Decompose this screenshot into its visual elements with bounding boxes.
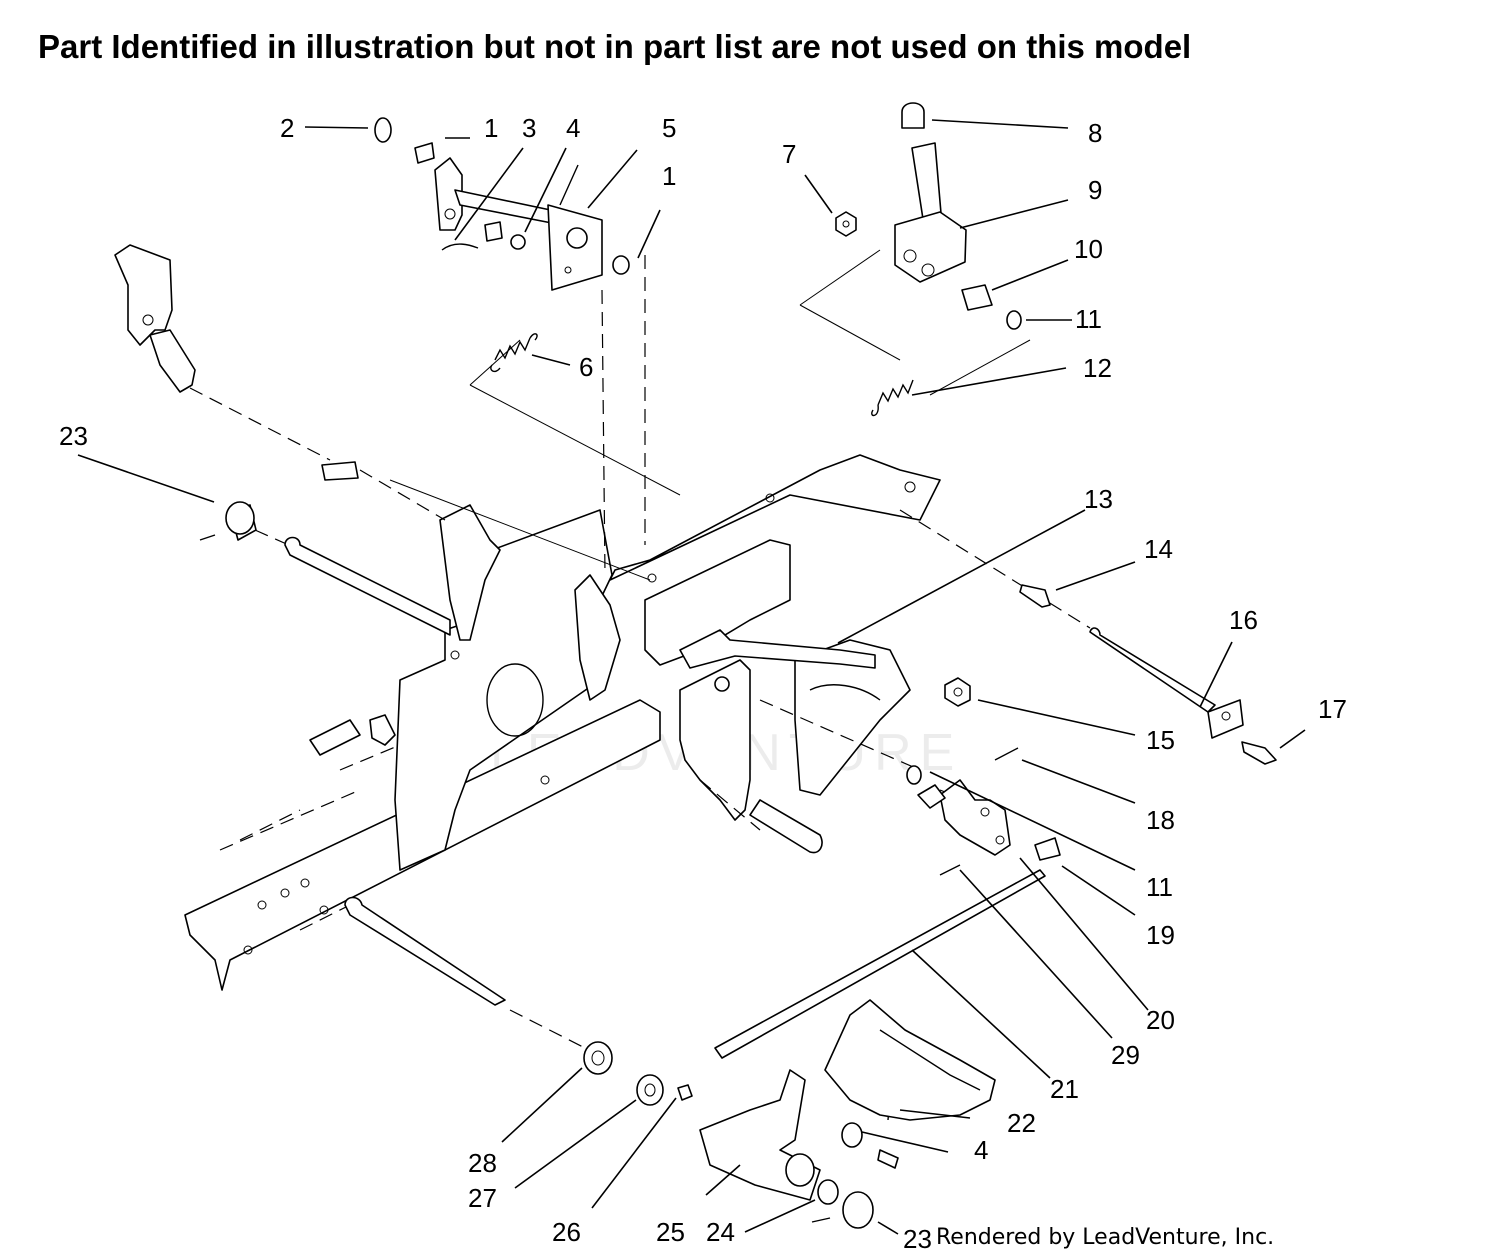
callout-23: 23: [59, 421, 88, 451]
callout-1: 1: [484, 113, 498, 143]
callout-24: 24: [706, 1217, 735, 1247]
callout-9: 9: [1088, 175, 1102, 205]
callout-labels: 2 1 3 4 5 1 7 8 9 10 11 12 6 23 13 14 16…: [59, 113, 1347, 1254]
shafts: [284, 461, 1216, 1059]
callout-11: 11: [1146, 872, 1173, 902]
callout-27: 27: [468, 1183, 497, 1213]
render-credit: Rendered by LeadVenture, Inc.: [936, 1225, 1274, 1250]
callout-14: 14: [1144, 534, 1173, 564]
callout-13: 13: [1084, 484, 1113, 514]
callout-18: 18: [1146, 805, 1175, 835]
callout-3: 3: [522, 113, 536, 143]
callout-23: 23: [903, 1224, 932, 1254]
assembly-lines: [189, 249, 1091, 1049]
callout-12: 12: [1083, 353, 1112, 383]
callout-19: 19: [1146, 920, 1175, 950]
callout-11: 11: [1075, 304, 1102, 334]
callout-21: 21: [1050, 1074, 1079, 1104]
callout-16: 16: [1229, 605, 1258, 635]
callout-10: 10: [1074, 234, 1103, 264]
leader-lines: [77, 119, 1306, 1235]
callout-2: 2: [280, 113, 294, 143]
callout-6: 6: [579, 352, 593, 382]
callout-4: 4: [974, 1135, 988, 1165]
callout-25: 25: [656, 1217, 685, 1247]
diagram-heading: Part Identified in illustration but not …: [38, 28, 1192, 65]
callout-5: 5: [662, 113, 676, 143]
callout-15: 15: [1146, 725, 1175, 755]
callout-26: 26: [552, 1217, 581, 1247]
part-shapes: [199, 102, 1277, 1229]
callout-7: 7: [782, 139, 796, 169]
callout-22: 22: [1007, 1108, 1036, 1138]
callout-4: 4: [566, 113, 580, 143]
frame-assembly: [114, 244, 941, 991]
callout-29: 29: [1111, 1040, 1140, 1070]
callout-8: 8: [1088, 118, 1102, 148]
callout-28: 28: [468, 1148, 497, 1178]
callout-20: 20: [1146, 1005, 1175, 1035]
callout-17: 17: [1318, 694, 1347, 724]
callout-1: 1: [662, 161, 676, 191]
